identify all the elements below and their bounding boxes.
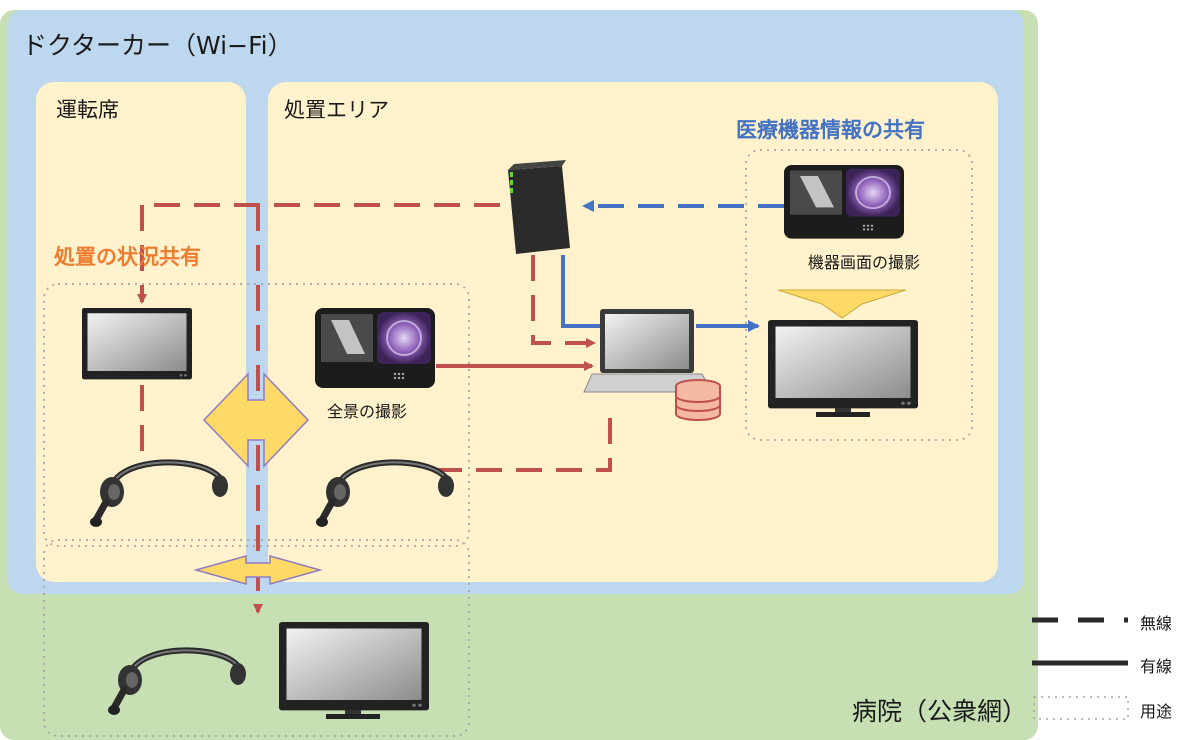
device-info-share-label: 医療機器情報の共有: [736, 118, 925, 142]
driver-monitor-icon: [82, 308, 192, 380]
device-camera-icon: [783, 164, 905, 240]
device-screen-caption: 機器画面の撮影: [808, 253, 921, 272]
legend-wired-label: 有線: [1140, 657, 1173, 676]
double-arrow-horizontal: [202, 372, 310, 468]
wireless-link-headset-laptop: [436, 405, 612, 472]
legend-purpose-box: [1033, 696, 1129, 720]
central-monitor-icon: [768, 320, 918, 417]
double-arrow-to-hospital: [193, 555, 323, 585]
headset-icon: [108, 650, 246, 715]
usage-group-device: [745, 149, 973, 441]
router-icon: [508, 160, 570, 254]
panorama-caption: 全景の撮影: [327, 402, 408, 421]
situation-share-label: 処置の状況共有: [54, 245, 201, 269]
headset-icon: [90, 462, 228, 527]
driver-seat-label: 運転席: [56, 98, 119, 122]
headset-icon: [316, 462, 454, 527]
laptop-icon: [583, 309, 713, 393]
hospital-label: 病院（公衆網）: [852, 697, 1028, 726]
treatment-area-label: 処置エリア: [284, 98, 389, 122]
wireless-link-router-laptop: [531, 255, 596, 348]
arrow-down-icon: [777, 289, 907, 319]
doctor-car-label: ドクターカー（Wi−Fi）: [22, 31, 293, 60]
database-icon: [675, 379, 721, 421]
panorama-camera-icon: [314, 307, 436, 389]
legend-wireless-label: 無線: [1140, 614, 1173, 633]
wired-link-router-laptop: [561, 255, 600, 328]
legend-purpose-label: 用途: [1140, 702, 1173, 721]
hospital-monitor-icon: [279, 622, 429, 719]
